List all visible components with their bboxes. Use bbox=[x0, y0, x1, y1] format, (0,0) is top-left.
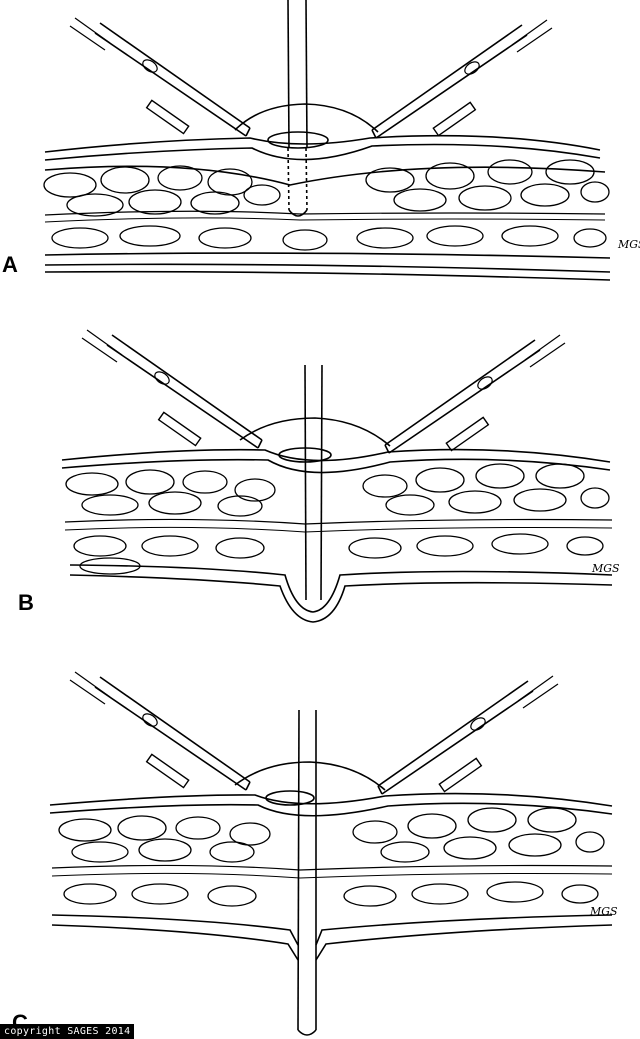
artist-mark-c: MGS bbox=[589, 905, 618, 918]
artist-mark-a: MGS bbox=[617, 238, 640, 251]
artist-mark-b: MGS bbox=[591, 562, 620, 575]
panel-a-drawing bbox=[43, 0, 611, 281]
copyright-notice: copyright SAGES 2014 bbox=[0, 1024, 135, 1039]
panel-label-a: A bbox=[2, 252, 18, 277]
panel-label-b: B bbox=[18, 590, 34, 615]
panel-c-drawing bbox=[49, 671, 613, 1036]
panel-b-drawing bbox=[61, 329, 613, 623]
